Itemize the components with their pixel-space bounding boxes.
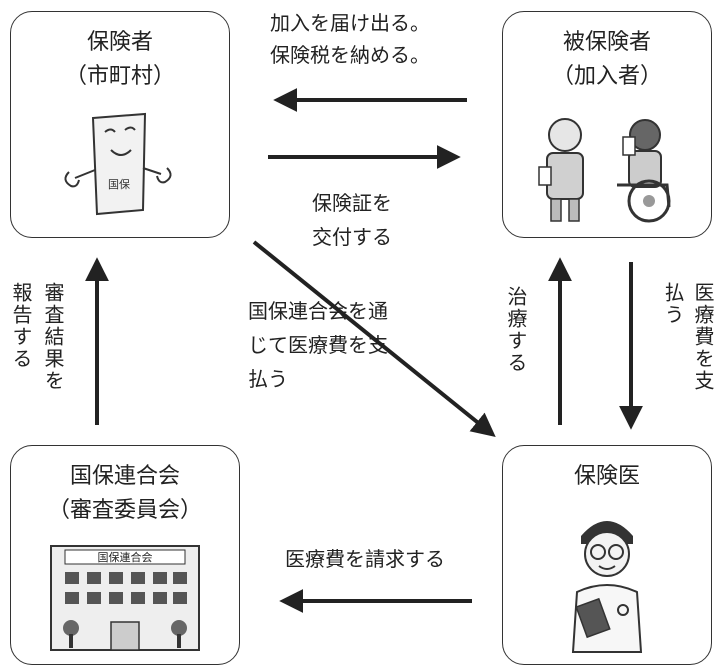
insured-subtitle: （加入者） xyxy=(551,64,662,89)
label-treat: 治療する xyxy=(504,286,528,374)
federation-title: 国保連合会 xyxy=(69,464,180,489)
label-pay-via-line1: 国保連合会を通 xyxy=(248,299,388,323)
doctor-icon xyxy=(571,521,643,653)
insurer-title: 保険者 xyxy=(86,30,153,55)
label-pay-fee-col2: 払う xyxy=(661,282,685,326)
label-enroll-line1: 加入を届け出る。 xyxy=(270,11,430,35)
arrow-pay-via xyxy=(252,240,496,438)
insured-title: 被保険者 xyxy=(562,30,651,55)
label-card-line2: 交付する xyxy=(312,225,392,249)
building-icon: 国保連合会 xyxy=(50,545,200,651)
label-report-col2: 審査結果を xyxy=(41,282,65,392)
label-enroll-line2: 保険税を納める。 xyxy=(270,43,430,67)
doctor-title: 保険医 xyxy=(573,464,640,489)
label-pay-via-line3: 払う xyxy=(248,367,288,391)
federation-box: 国保連合会 （審査委員会） 国保連合会 xyxy=(10,445,240,665)
doctor-box: 保険医 xyxy=(502,445,712,665)
label-pay-via-line2: じて医療費を支 xyxy=(248,333,388,357)
elderly-people-icon xyxy=(538,118,671,223)
insurer-badge: 国保 xyxy=(108,177,130,191)
label-card-line1: 保険証を xyxy=(312,191,392,215)
insurer-mascot-icon: 国保 xyxy=(64,112,172,216)
insured-box: 被保険者 （加入者） xyxy=(502,11,712,238)
label-pay-fee-col1: 医療費を支 xyxy=(691,282,715,392)
insurer-box: 保険者 （市町村） 国保 xyxy=(10,11,230,238)
label-report-col1: 報告する xyxy=(9,282,33,370)
label-claim: 医療費を請求する xyxy=(285,547,445,571)
federation-subtitle: （審査委員会） xyxy=(47,498,202,523)
building-sign: 国保連合会 xyxy=(98,550,153,564)
insurer-subtitle: （市町村） xyxy=(64,64,175,89)
